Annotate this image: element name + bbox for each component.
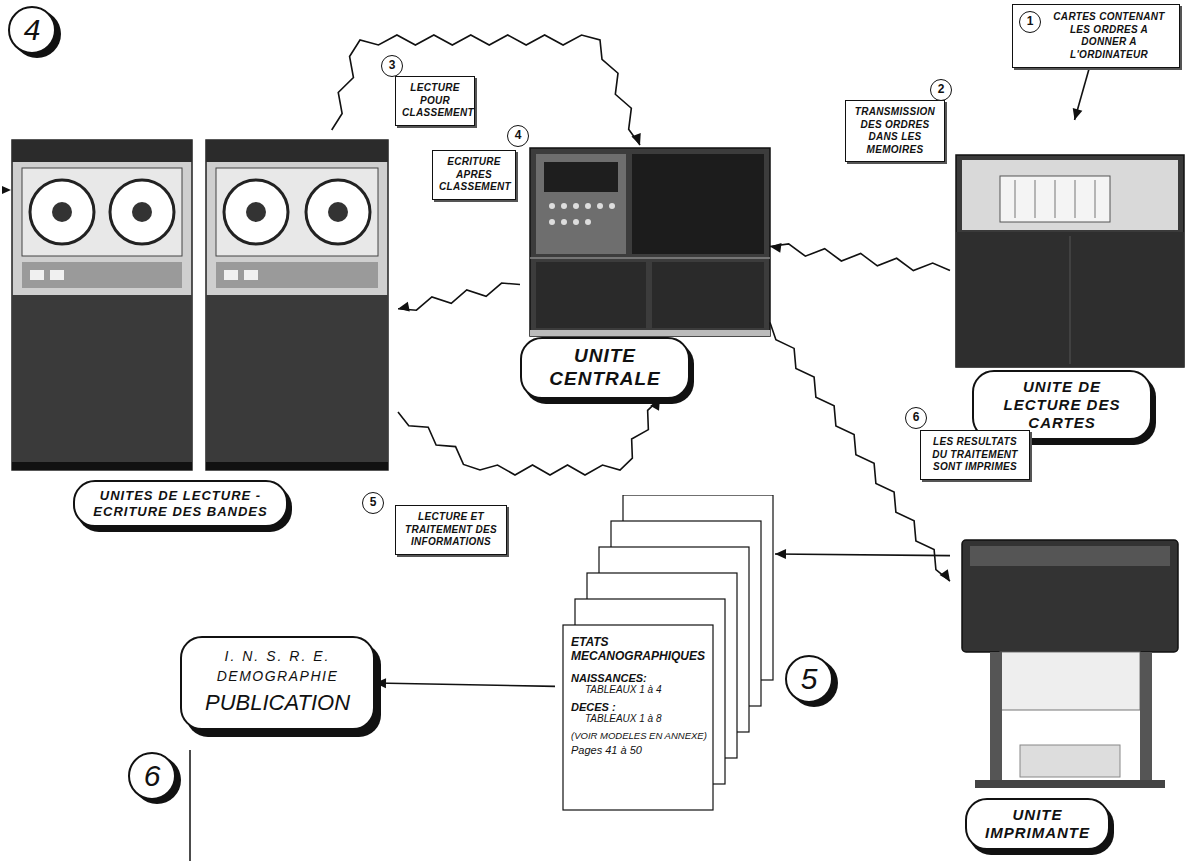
connector-line — [398, 283, 520, 310]
report-stack: ETATS MECANOGRAPHIQUESNAISSANCES:TABLEAU… — [555, 495, 775, 814]
step-box: 2TRANSMISSION DES ORDRES DANS LES MEMOIR… — [845, 100, 945, 162]
step-box: 3LECTURE POUR CLASSEMENT — [395, 76, 475, 126]
arrow-head — [650, 399, 660, 411]
step-number: 4 — [507, 125, 529, 147]
arrow-connector — [775, 549, 950, 559]
callout-number: 5 — [785, 655, 833, 703]
report-line: Pages 41 à 50 — [571, 744, 709, 756]
step-box: 6LES RESULTATS DU TRAITEMENT SONT IMPRIM… — [920, 430, 1030, 480]
printer-drawing — [962, 540, 1178, 788]
step-number: 1 — [1019, 11, 1041, 33]
connector-line — [775, 554, 950, 556]
report-line: ETATS MECANOGRAPHIQUES — [571, 635, 709, 664]
arrow-connector — [375, 678, 555, 688]
zigzag-connector — [398, 283, 520, 311]
arrow-head — [940, 569, 950, 581]
step-box: 4ECRITURE APRES CLASSEMENT — [432, 150, 516, 200]
tape-units: UNITES DE LECTURE - ECRITURE DES BANDES — [8, 130, 398, 527]
tape-unit-drawing — [12, 140, 192, 470]
zigzag-connector — [770, 243, 950, 271]
arrow-head — [375, 678, 386, 688]
arrow-head — [1073, 108, 1083, 120]
central-unit: UNITE CENTRALE — [520, 145, 770, 399]
publication-box: I. N. S. R. E. DEMOGRAPHIE PUBLICATION — [180, 636, 375, 730]
step-text: LES RESULTATS DU TRAITEMENT SONT IMPRIME… — [927, 436, 1023, 474]
step-number: 3 — [381, 55, 403, 77]
arrow-head — [775, 549, 786, 559]
step-number: 6 — [905, 407, 927, 429]
report-line: (VOIR MODELES EN ANNEXE) — [571, 730, 709, 741]
unit-name: UNITES DE LECTURE - ECRITURE DES BANDES — [87, 488, 274, 519]
publication-text: PUBLICATION — [190, 690, 365, 716]
instruction-box: 1 CARTES CONTENANT LES ORDRES A DONNER A … — [1012, 4, 1180, 68]
connector-line — [770, 244, 950, 271]
step-number: 2 — [930, 79, 952, 101]
arrow-connector — [1073, 68, 1090, 120]
publication-text: I. N. S. R. E. — [190, 648, 365, 664]
report-line: TABLEAUX 1 à 8 — [571, 713, 709, 724]
report-text: ETATS MECANOGRAPHIQUESNAISSANCES:TABLEAU… — [571, 635, 709, 756]
zigzag-connector — [332, 35, 641, 145]
arrow-head — [770, 243, 782, 253]
unit-name: UNITE DE LECTURE DES CARTES — [986, 378, 1138, 432]
central-unit-drawing — [530, 148, 770, 336]
publication-text: DEMOGRAPHIE — [190, 668, 365, 684]
step-text: TRANSMISSION DES ORDRES DANS LES MEMOIRE… — [852, 106, 938, 156]
name-plate: UNITES DE LECTURE - ECRITURE DES BANDES — [73, 480, 288, 527]
report-line: TABLEAUX 1 à 4 — [571, 684, 709, 695]
leader-line — [189, 750, 191, 861]
report-page — [563, 625, 713, 810]
name-plate: UNITE CENTRALE — [520, 337, 690, 399]
zigzag-connector — [398, 399, 660, 475]
step-number: 5 — [362, 492, 384, 514]
callout-number: 6 — [128, 752, 176, 800]
step-text: LECTURE ET TRAITEMENT DES INFORMATIONS — [402, 511, 500, 549]
report-line: DECES : — [571, 701, 709, 713]
step-text: CARTES CONTENANT LES ORDRES A DONNER A L… — [1047, 11, 1171, 61]
unit-name: UNITE CENTRALE — [534, 345, 676, 391]
printer-unit: UNITE IMPRIMANTE — [950, 530, 1185, 850]
card-reader-drawing — [956, 155, 1184, 367]
step-text: LECTURE POUR CLASSEMENT — [402, 82, 468, 120]
callout-number: 4 — [8, 6, 56, 54]
step-text: ECRITURE APRES CLASSEMENT — [439, 156, 509, 194]
connector-line — [375, 683, 555, 686]
name-plate: UNITE IMPRIMANTE — [965, 798, 1110, 850]
report-line: NAISSANCES: — [571, 672, 709, 684]
step-box: 5LECTURE ET TRAITEMENT DES INFORMATIONS — [395, 505, 507, 555]
tape-unit-drawing — [206, 140, 388, 470]
entry-arrow — [2, 186, 11, 194]
connector-line — [398, 399, 660, 475]
connector-line — [332, 35, 640, 145]
arrow-head — [398, 302, 410, 312]
unit-name: UNITE IMPRIMANTE — [979, 806, 1096, 842]
card-reader-unit: UNITE DE LECTURE DES CARTES — [950, 120, 1185, 440]
arrow-head — [631, 133, 640, 145]
